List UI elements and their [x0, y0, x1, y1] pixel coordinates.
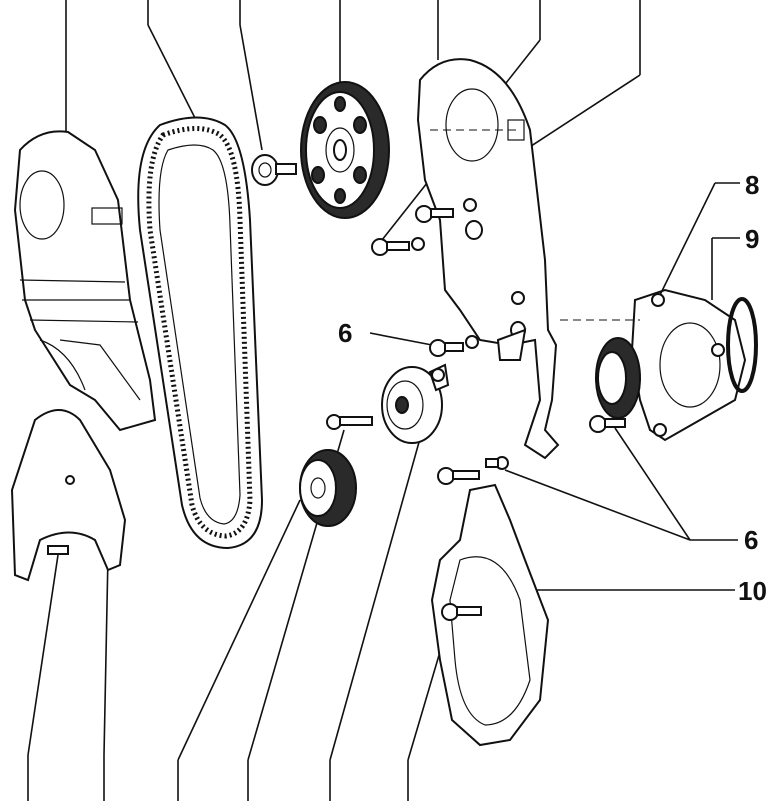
tensioner-bolt [326, 414, 373, 430]
callout-6-upper: 6 [338, 318, 353, 348]
tensioner-stud-bolt [369, 332, 479, 357]
callout-6-lower: 6 [744, 525, 759, 555]
lower-bolts [437, 456, 509, 485]
tensioner-pulley [381, 363, 450, 444]
lower-timing-cover-right [430, 483, 550, 747]
upper-timing-cover [13, 130, 157, 432]
callout-leaders-right [515, 182, 740, 591]
callout-10: 10 [738, 576, 767, 606]
rear-timing-cover [416, 58, 560, 460]
crankshaft-sprocket [299, 449, 357, 527]
callout-6-lower-leaders [504, 427, 738, 541]
cover-bolts-upper [371, 205, 454, 256]
pump-bolt [589, 415, 626, 433]
camshaft-bolt [251, 154, 297, 186]
o-ring [726, 297, 758, 393]
lower-timing-cover-left [10, 409, 127, 582]
callout-8: 8 [745, 170, 760, 200]
timing-belt [137, 116, 264, 550]
callout-9: 9 [745, 224, 760, 254]
coolant-pump [560, 288, 747, 442]
camshaft-sprocket [300, 81, 390, 219]
